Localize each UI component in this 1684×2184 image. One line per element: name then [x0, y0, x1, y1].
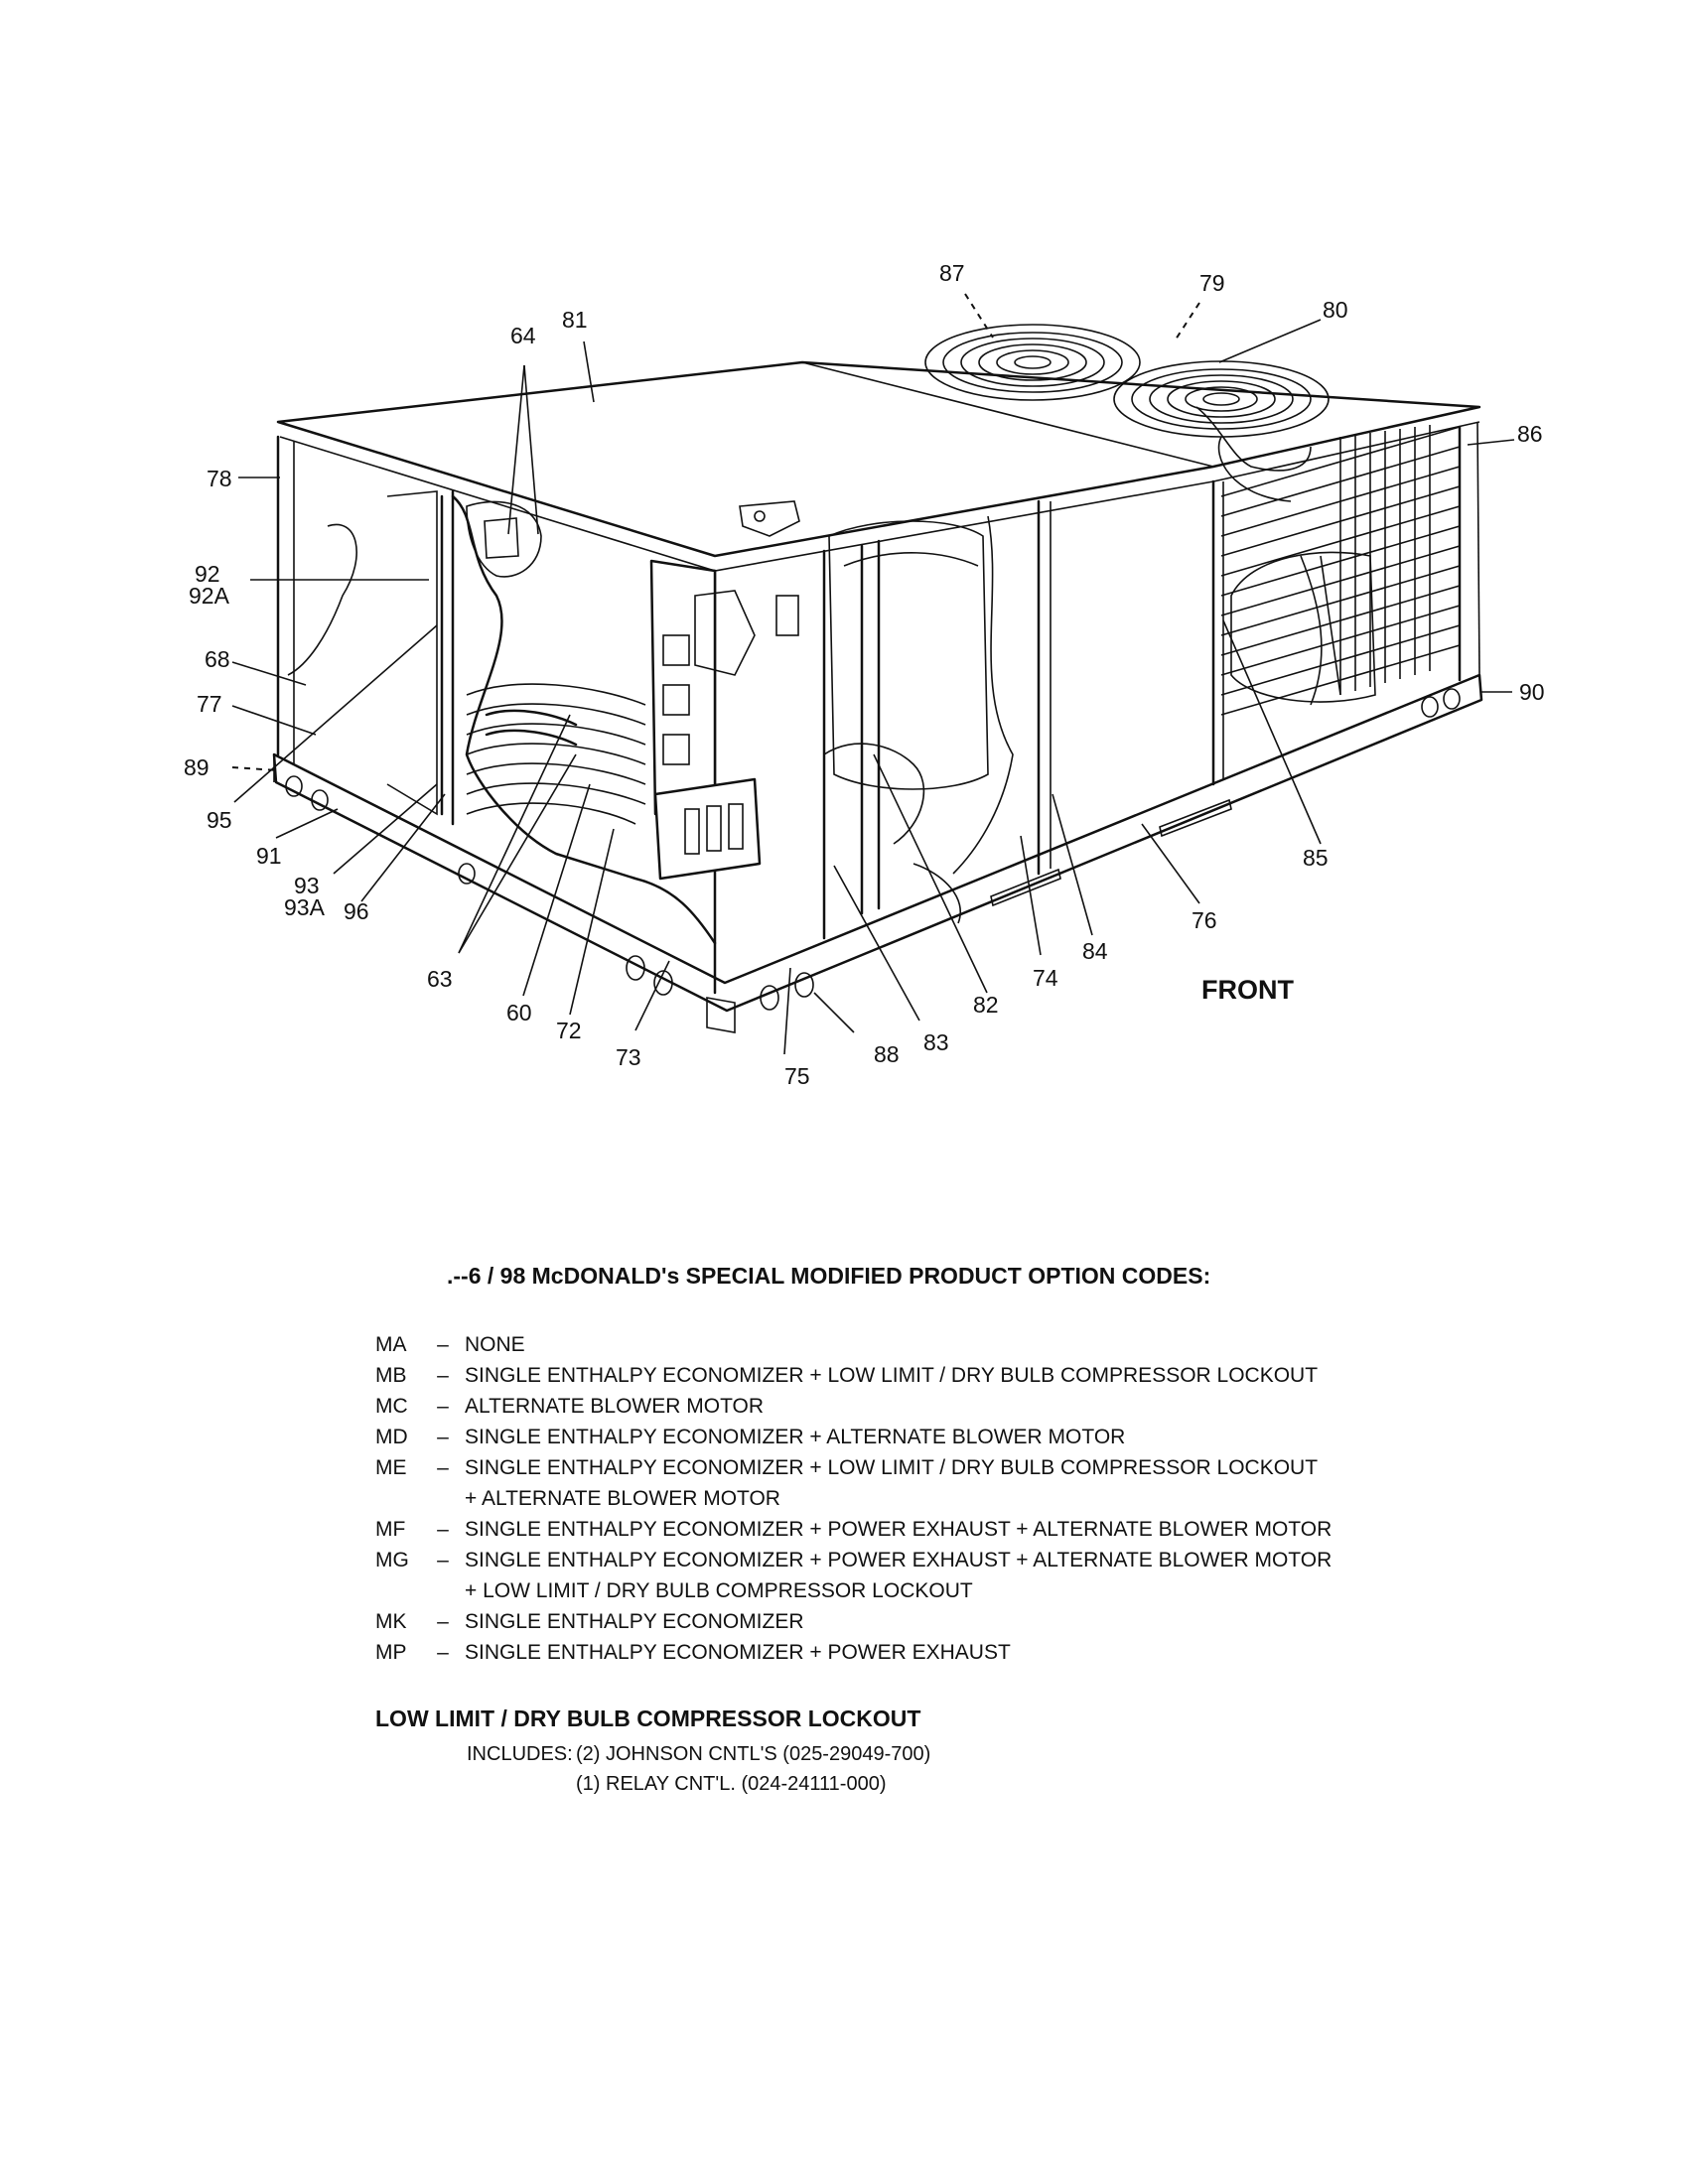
- callout-74: 74: [1033, 965, 1058, 991]
- option-code-row: MB –SINGLE ENTHALPY ECONOMIZER + LOW LIMI…: [375, 1364, 1318, 1388]
- lockout-title: LOW LIMIT / DRY BULB COMPRESSOR LOCKOUT: [375, 1706, 921, 1731]
- option-code-dash: –: [437, 1426, 449, 1448]
- includes-label: INCLUDES:: [467, 1743, 573, 1765]
- option-code: MB: [375, 1364, 407, 1387]
- option-code: MC: [375, 1395, 408, 1418]
- option-code-description: NONE: [465, 1333, 525, 1356]
- callout-64: 64: [510, 323, 536, 348]
- option-code-dash: –: [437, 1610, 449, 1633]
- callout-72: 72: [556, 1018, 582, 1043]
- option-code: MA: [375, 1333, 407, 1356]
- option-code: MF: [375, 1518, 406, 1541]
- option-code-row: MG –SINGLE ENTHALPY ECONOMIZER + POWER EX…: [375, 1549, 1332, 1572]
- option-code-row: MF –SINGLE ENTHALPY ECONOMIZER + POWER EX…: [375, 1518, 1332, 1542]
- option-code: MK: [375, 1610, 407, 1633]
- option-code-dash: –: [437, 1333, 449, 1356]
- option-code-description: SINGLE ENTHALPY ECONOMIZER + POWER EXHAU…: [465, 1518, 1333, 1541]
- option-code: ME: [375, 1456, 407, 1479]
- option-code-dash: –: [437, 1549, 449, 1571]
- option-code-description: SINGLE ENTHALPY ECONOMIZER + LOW LIMIT /…: [465, 1364, 1319, 1387]
- callout-92: 92: [195, 561, 220, 587]
- unit-drawing: [272, 324, 1483, 1033]
- option-code-description: SINGLE ENTHALPY ECONOMIZER + POWER EXHAU…: [465, 1641, 1011, 1664]
- callout-87: 87: [939, 260, 965, 286]
- option-code: MD: [375, 1426, 408, 1448]
- callout-85: 85: [1303, 845, 1329, 871]
- option-code-description: SINGLE ENTHALPY ECONOMIZER + POWER EXHAU…: [465, 1549, 1333, 1571]
- option-code-continuation: + LOW LIMIT / DRY BULB COMPRESSOR LOCKOU…: [465, 1579, 973, 1602]
- callout-93a: 93A: [284, 894, 326, 920]
- hvac-unit-exploded-diagram: 87 79 80 81 64 86 78 92 92A 68 77 89 95 …: [184, 260, 1545, 1089]
- option-code-dash: –: [437, 1364, 449, 1387]
- callout-84: 84: [1082, 938, 1108, 964]
- callout-90: 90: [1519, 679, 1545, 705]
- callout-77: 77: [197, 691, 222, 717]
- option-code: MP: [375, 1641, 407, 1664]
- option-code-dash: –: [437, 1395, 449, 1418]
- callout-95: 95: [207, 807, 232, 833]
- callout-75: 75: [784, 1063, 810, 1089]
- option-code-row: MD –SINGLE ENTHALPY ECONOMIZER + ALTERNAT…: [375, 1426, 1125, 1449]
- callout-89: 89: [184, 754, 210, 780]
- option-code: MG: [375, 1549, 409, 1571]
- option-code-row: MC –ALTERNATE BLOWER MOTOR: [375, 1395, 764, 1419]
- option-code-description: SINGLE ENTHALPY ECONOMIZER + ALTERNATE B…: [465, 1426, 1126, 1448]
- option-code-dash: –: [437, 1641, 449, 1664]
- callout-63: 63: [427, 966, 453, 992]
- callout-86: 86: [1517, 421, 1543, 447]
- includes-item-2: (1) RELAY CNT'L. (024-24111-000): [576, 1773, 887, 1795]
- callout-labels: 87 79 80 81 64 86 78 92 92A 68 77 89 95 …: [184, 260, 1545, 1089]
- callout-83: 83: [923, 1029, 949, 1055]
- callout-76: 76: [1192, 907, 1217, 933]
- callout-60: 60: [506, 1000, 532, 1025]
- callout-73: 73: [616, 1044, 641, 1070]
- legend-title: .--6 / 98 McDONALD's SPECIAL MODIFIED PR…: [447, 1263, 1211, 1289]
- option-code-description: SINGLE ENTHALPY ECONOMIZER: [465, 1610, 804, 1633]
- callout-78: 78: [207, 466, 232, 491]
- callout-leaders: [231, 293, 1515, 1055]
- callout-68: 68: [205, 646, 230, 672]
- option-code-row: MP –SINGLE ENTHALPY ECONOMIZER + POWER EX…: [375, 1641, 1011, 1665]
- callout-92a: 92A: [189, 583, 230, 609]
- option-code-row: ME –SINGLE ENTHALPY ECONOMIZER + LOW LIMI…: [375, 1456, 1318, 1480]
- option-code-continuation: + ALTERNATE BLOWER MOTOR: [465, 1487, 780, 1510]
- option-code-row: MA –NONE: [375, 1333, 525, 1357]
- callout-82: 82: [973, 992, 999, 1018]
- option-code-description: SINGLE ENTHALPY ECONOMIZER + LOW LIMIT /…: [465, 1456, 1319, 1479]
- option-code-dash: –: [437, 1518, 449, 1541]
- callout-80: 80: [1323, 297, 1348, 323]
- option-code-description: ALTERNATE BLOWER MOTOR: [465, 1395, 765, 1418]
- callout-79: 79: [1199, 270, 1225, 296]
- front-label: FRONT: [1201, 975, 1294, 1005]
- callout-81: 81: [562, 307, 588, 333]
- option-code-dash: –: [437, 1456, 449, 1479]
- callout-88: 88: [874, 1041, 900, 1067]
- option-code-row: MK –SINGLE ENTHALPY ECONOMIZER: [375, 1610, 804, 1634]
- callout-91: 91: [256, 843, 282, 869]
- includes-item-1: (2) JOHNSON CNTL'S (025-29049-700): [576, 1743, 931, 1765]
- callout-96: 96: [344, 898, 369, 924]
- callout-93: 93: [294, 873, 320, 898]
